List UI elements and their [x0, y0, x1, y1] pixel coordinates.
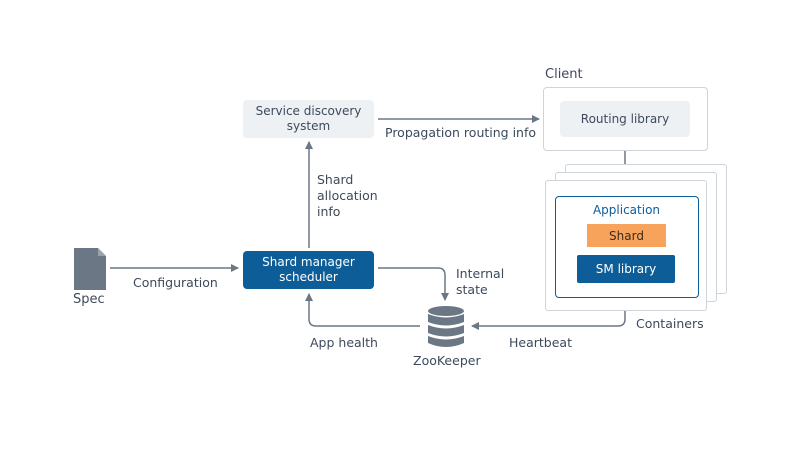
internal-state-label: Internal state [456, 266, 504, 298]
configuration-label: Configuration [133, 275, 218, 290]
propagation-label: Propagation routing info [385, 125, 537, 140]
client-title: Client [545, 67, 583, 82]
service-discovery-box: Service discovery system [243, 100, 374, 138]
app-health-label: App health [310, 335, 378, 350]
shard-allocation-label: Shard allocation info [317, 172, 378, 220]
shard-allocation-line2: allocation [317, 188, 378, 203]
app-health-arrow [305, 293, 420, 327]
container-card-front: Application Shard SM library [545, 180, 707, 311]
sm-library-label: SM library [595, 261, 657, 276]
containers-label: Containers [636, 316, 704, 331]
internal-state-line2: state [456, 282, 488, 297]
database-icon [426, 305, 466, 349]
routing-library-box: Routing library [560, 101, 690, 137]
spec-document-icon [74, 248, 106, 290]
application-title: Application [592, 203, 661, 217]
application-panel: Application Shard SM library [555, 196, 699, 298]
service-discovery-line2: system [286, 119, 331, 133]
heartbeat-label: Heartbeat [509, 335, 572, 350]
routing-library-label: Routing library [580, 111, 670, 126]
internal-state-line1: Internal [456, 266, 505, 281]
service-discovery-line1: Service discovery [255, 104, 362, 118]
sm-library-box: SM library [577, 255, 675, 283]
shard-box: Shard [587, 224, 666, 247]
shard-allocation-line3: info [317, 204, 341, 219]
internal-state-arrow [378, 267, 449, 301]
zookeeper-label: ZooKeeper [413, 353, 481, 368]
scheduler-line2: scheduler [279, 270, 338, 284]
client-box: Routing library [543, 87, 708, 151]
shard-allocation-line1: Shard [317, 172, 354, 187]
spec-label: Spec [73, 292, 105, 307]
heartbeat-arrow [471, 311, 626, 330]
shard-label: Shard [609, 228, 644, 243]
scheduler-line1: Shard manager [262, 255, 355, 269]
scheduler-box: Shard manager scheduler [243, 251, 374, 289]
